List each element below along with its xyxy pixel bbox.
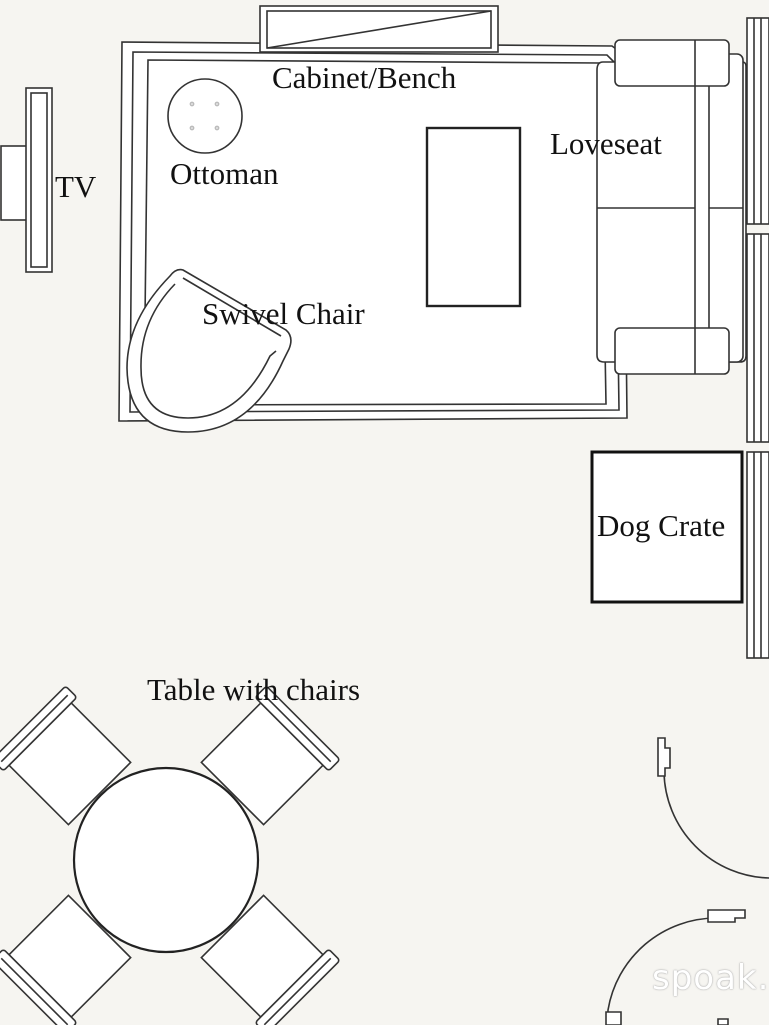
swivel-chair-shape	[126, 268, 292, 433]
tv-shape	[0, 87, 53, 273]
dining-chair-bottom-right	[200, 894, 340, 1025]
window-lower	[746, 451, 769, 659]
door-upper	[657, 737, 769, 879]
dining-chair-top-left	[0, 686, 132, 826]
cabinet-bench-shape	[259, 5, 499, 53]
dining-chair-bottom-left	[0, 894, 132, 1025]
coffee-table	[425, 126, 522, 308]
window-middle	[746, 233, 769, 443]
ottoman-shape	[167, 78, 243, 154]
dog-crate-label: Dog Crate	[597, 508, 726, 543]
loveseat-label: Loveseat	[550, 126, 662, 161]
window-upper	[746, 17, 769, 225]
loveseat-shape	[596, 39, 747, 375]
cabinet-bench-label: Cabinet/Bench	[272, 60, 457, 95]
dining-table-top	[72, 766, 260, 954]
dining-chair-top-right	[200, 686, 340, 826]
tv-label: TV	[55, 169, 97, 204]
dining-set	[0, 686, 340, 1025]
spoak-watermark: spoak.	[652, 958, 769, 998]
door-lower	[605, 909, 746, 1025]
ottoman-label: Ottoman	[170, 156, 279, 191]
dog-crate-shape	[590, 450, 744, 604]
table-with-chairs-label: Table with chairs	[147, 672, 361, 707]
swivel-chair-label: Swivel Chair	[202, 296, 365, 331]
